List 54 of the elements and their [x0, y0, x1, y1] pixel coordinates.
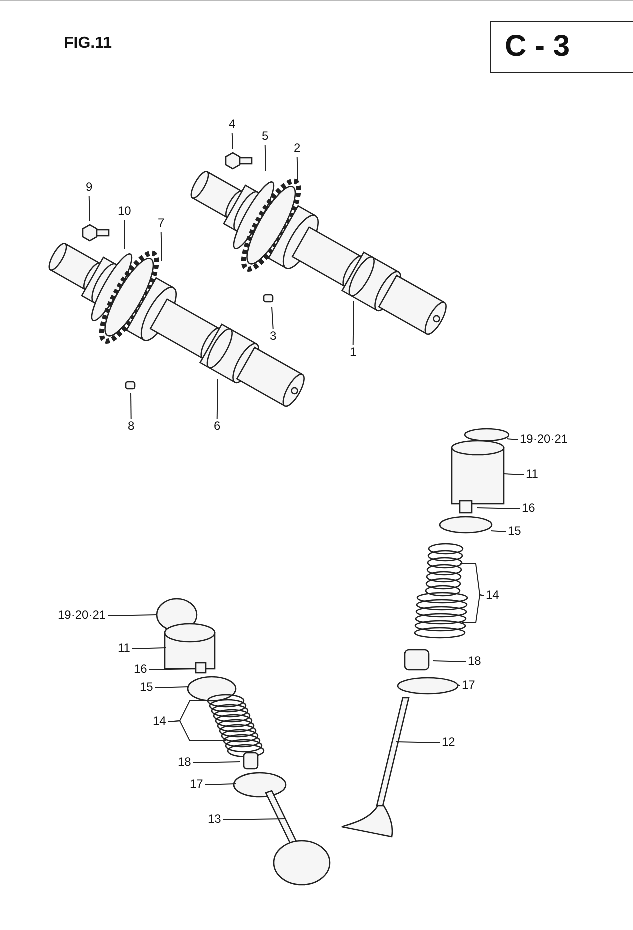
callout-number: 1 [350, 345, 357, 359]
callout-number: 10 [118, 204, 132, 218]
leader-line [396, 742, 440, 744]
leader-line [132, 648, 166, 650]
leader-line [490, 530, 506, 532]
callout-number: 19·20·21 [58, 608, 106, 622]
leader-line [130, 392, 132, 420]
leader-line [504, 474, 524, 476]
leader-line [154, 686, 190, 688]
callout-number: 5 [262, 129, 269, 143]
leader-line [272, 306, 274, 330]
callout-number: 18 [178, 755, 192, 769]
callout-number: 19·20·21 [520, 432, 568, 446]
callout-number: 8 [128, 419, 135, 433]
callout-number: 6 [214, 419, 221, 433]
leader-line [296, 156, 298, 182]
callout-number: 11 [118, 641, 130, 655]
callout-number: 14 [486, 588, 500, 602]
leader-line [232, 132, 234, 150]
page-code-box: C - 3 [490, 21, 633, 73]
leader-line [506, 438, 518, 440]
callout-number: 18 [468, 654, 482, 668]
leader-line [222, 818, 286, 820]
leader-line [264, 144, 266, 172]
callout-number: 11 [526, 467, 538, 481]
leader-line [476, 508, 520, 510]
leader-line [352, 300, 354, 346]
callout-number: 2 [294, 141, 301, 155]
callout-number: 12 [442, 735, 456, 749]
leader-line [204, 784, 236, 786]
leader-line [216, 378, 218, 420]
callout-number: 17 [462, 678, 476, 692]
leader-line [148, 668, 192, 670]
callout-number: 15 [140, 680, 154, 694]
callout-number: 3 [270, 329, 277, 343]
leader-line [462, 594, 484, 624]
callout-number: 17 [190, 777, 204, 791]
leader-line [124, 220, 126, 250]
callout-number: 14 [153, 714, 166, 728]
leader-line [160, 232, 162, 262]
leader-line [458, 684, 460, 686]
leader-line [88, 196, 90, 222]
leader-line [432, 660, 466, 662]
callout-number: 16 [134, 662, 148, 676]
callout-number: 4 [229, 117, 236, 131]
leader-line [168, 720, 226, 742]
callout-number: 9 [86, 180, 93, 194]
leader-line [108, 614, 158, 616]
callout-number: 16 [522, 501, 536, 515]
callout-number: 15 [508, 524, 522, 538]
figure-number: FIG.11 [64, 35, 112, 53]
callout-number: 7 [158, 216, 165, 230]
leader-line [192, 762, 240, 764]
callout-number: 13 [208, 812, 222, 826]
